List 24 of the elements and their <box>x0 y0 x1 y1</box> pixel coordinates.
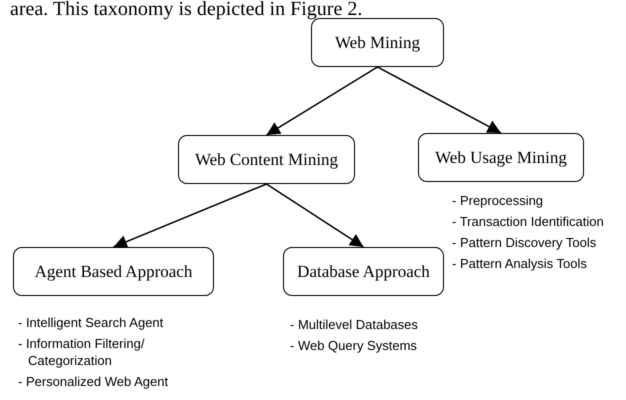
body-text: area. This taxonomy is depicted in Figure 2. <box>10 0 362 20</box>
node-label: Agent Based Approach <box>34 262 192 282</box>
node-label: Web Content Mining <box>194 150 338 170</box>
node-label: Web Mining <box>334 32 420 52</box>
list-item: - Web Query Systems <box>290 337 418 354</box>
list-item: - Intelligent Search Agent <box>18 314 164 331</box>
list-item: - Information Filtering/ Categorization <box>18 335 146 369</box>
list-item: - Transaction Identification <box>452 213 605 230</box>
arrow <box>266 183 364 248</box>
process-box <box>311 18 444 67</box>
arrow <box>113 183 267 248</box>
process-box <box>178 135 355 184</box>
node-label: Database Approach <box>297 262 430 282</box>
list-item: - Preprocessing <box>452 192 544 209</box>
list-item: - Multilevel Databases <box>290 316 419 333</box>
list-item: - Personalized Web Agent <box>18 373 170 390</box>
node-label: Web Usage Mining <box>435 148 567 168</box>
list-item: - Pattern Analysis Tools <box>452 255 588 272</box>
arrow <box>266 66 378 136</box>
process-box <box>418 133 584 182</box>
arrow <box>377 66 502 134</box>
process-box <box>13 247 214 296</box>
list-item: - Pattern Discovery Tools <box>452 234 598 251</box>
process-box <box>283 247 444 296</box>
